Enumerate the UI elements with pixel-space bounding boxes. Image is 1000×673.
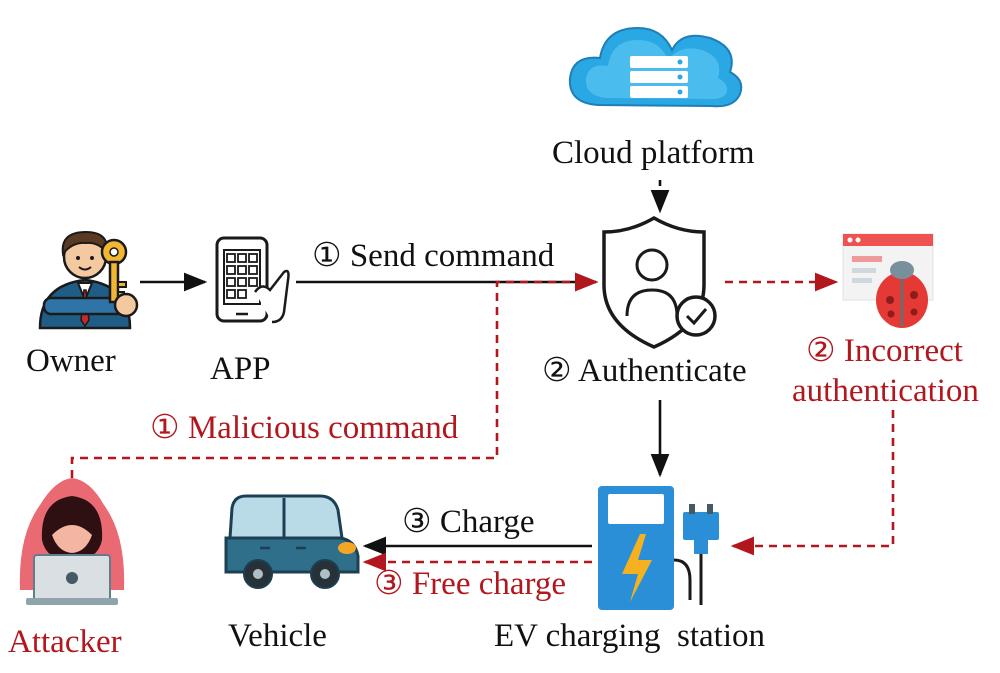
normal-edges: [140, 180, 670, 556]
cloud-platform-label: Cloud platform: [552, 135, 755, 171]
malicious-command-label: ① Malicious command: [150, 410, 459, 446]
ev-charging-station-label: EV charging station: [494, 618, 765, 654]
car-icon: [224, 494, 360, 589]
cloud-server-icon: [568, 26, 743, 108]
malicious-command-path: [70, 272, 599, 478]
authenticate-label: ② Authenticate: [542, 353, 747, 389]
incorrect-authentication-line2: authentication: [792, 373, 979, 409]
owner-label: Owner: [26, 343, 116, 379]
phone-app-icon: [215, 236, 290, 324]
app-label: APP: [210, 351, 271, 387]
incorrect-auth-to-station-path: [730, 410, 895, 556]
send-command-label: ① Send command: [312, 238, 555, 274]
vehicle-label: Vehicle: [228, 618, 327, 654]
attack-edges: [70, 272, 895, 572]
charging-station-icon: [598, 486, 692, 610]
plug-icon: [683, 504, 719, 605]
attacker-label: Attacker: [8, 624, 122, 660]
hacker-laptop-icon: [19, 478, 125, 605]
free-charge-label: ③ Free charge: [374, 566, 567, 602]
shield-user-check-icon: [602, 215, 717, 349]
charge-label: ③ Charge: [402, 504, 535, 540]
incorrect-authentication-line1: ② Incorrect: [806, 333, 963, 369]
key-icon: [100, 238, 139, 318]
bug-webpage-icon: [842, 233, 934, 328]
